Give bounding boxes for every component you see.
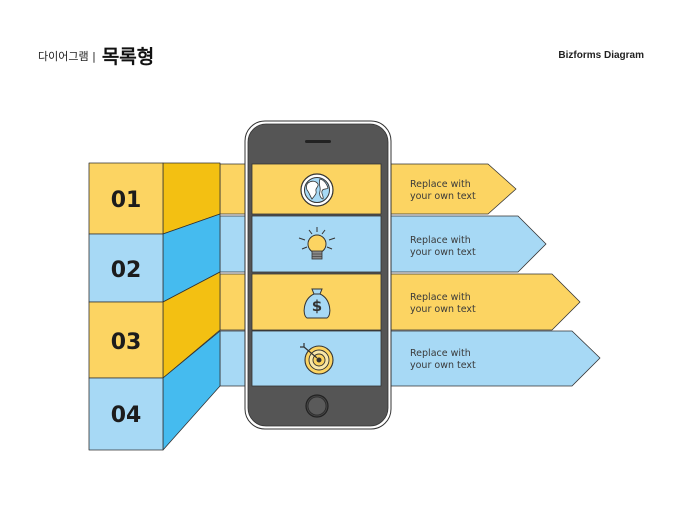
money-bag-icon: $	[303, 288, 331, 319]
svg-text:$: $	[312, 297, 322, 315]
number-block-03	[88, 301, 164, 379]
item-number-03: 03	[111, 330, 142, 355]
brand-label: Bizforms Diagram	[558, 50, 644, 61]
item-text-04-line2: your own text	[410, 360, 476, 371]
item-text-03-line1: Replace with	[410, 292, 471, 303]
lightbulb-icon	[298, 227, 336, 260]
item-text-01-line2: your own text	[410, 191, 476, 202]
smartphone	[244, 120, 392, 430]
item-text-04-line1: Replace with	[410, 348, 471, 359]
number-block-04	[88, 377, 164, 451]
item-number-01: 01	[111, 188, 142, 213]
item-text-02-line1: Replace with	[410, 235, 471, 246]
target-icon	[300, 343, 334, 375]
diagram-header: 다이어그램 | 목록형	[38, 42, 154, 69]
globe-icon	[300, 173, 334, 207]
header-category: 다이어그램 |	[38, 49, 96, 63]
item-text-03-line2: your own text	[410, 304, 476, 315]
item-text-01-line1: Replace with	[410, 179, 471, 190]
number-block-01	[88, 162, 164, 235]
number-block-02	[88, 233, 164, 303]
item-number-04: 04	[111, 403, 142, 428]
page-title: 목록형	[101, 46, 155, 68]
item-number-02: 02	[111, 258, 142, 283]
item-text-02-line2: your own text	[410, 247, 476, 258]
